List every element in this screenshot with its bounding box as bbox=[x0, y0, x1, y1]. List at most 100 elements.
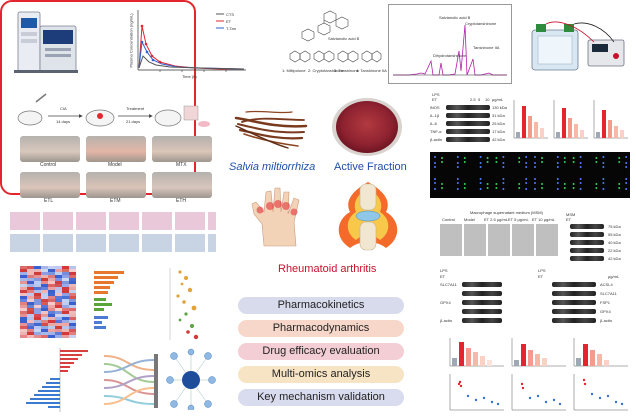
heatmap-cell bbox=[34, 269, 41, 272]
active-fraction-powder bbox=[330, 96, 404, 158]
pk-ylabel: Plasma Concentration (ng/mL) bbox=[128, 13, 134, 68]
electrophoresis-device bbox=[528, 20, 628, 76]
histology-ihc-strip bbox=[10, 234, 216, 252]
wb-ferro-msm: MSM bbox=[566, 212, 576, 217]
heatmap-cell bbox=[62, 311, 69, 314]
wb-top-kda-5: 42 kDa bbox=[492, 137, 505, 142]
heatmap-cell bbox=[27, 293, 34, 296]
peak-label-1: Salvianolic acid B bbox=[439, 15, 471, 20]
paw-photo-grid: Control Model MTX ETL ETM ETH bbox=[20, 136, 214, 206]
heatmap-cell bbox=[69, 275, 76, 278]
heatmap-cell bbox=[41, 293, 48, 296]
heatmap-cell bbox=[34, 332, 41, 335]
heatmap-cell bbox=[62, 281, 69, 284]
heatmap-cell bbox=[34, 272, 41, 275]
fluorescence-tile bbox=[495, 178, 505, 190]
migration-images bbox=[440, 224, 558, 256]
heatmap-cell bbox=[41, 305, 48, 308]
heatmap-cell bbox=[62, 269, 69, 272]
heatmap-cell bbox=[55, 290, 62, 293]
inflamed-joint-illustration bbox=[330, 180, 406, 252]
heatmap-cell bbox=[27, 272, 34, 275]
heatmap-cell bbox=[55, 284, 62, 287]
paw-label-etl: ETL bbox=[44, 198, 54, 204]
heatmap-cell bbox=[69, 269, 76, 272]
heatmap-cell bbox=[27, 299, 34, 302]
paw-label-control: Control bbox=[40, 162, 57, 168]
heatmap-cell bbox=[69, 293, 76, 296]
wb-ferro-band-5 bbox=[570, 256, 604, 261]
heatmap-cell bbox=[48, 302, 55, 305]
heatmap-cell bbox=[62, 317, 69, 320]
pill-multi-omics: Multi-omics analysis bbox=[238, 366, 404, 383]
paw-label-eth: ETH bbox=[176, 198, 186, 204]
wb-top-et: ET bbox=[432, 97, 438, 102]
heatmap-cell bbox=[48, 287, 55, 290]
heatmap-cell bbox=[62, 287, 69, 290]
wb-ferro-kda-1: 75 kDa bbox=[608, 224, 621, 229]
wb-top-kda-2: 31 kDa bbox=[492, 113, 505, 118]
heatmap-cell bbox=[69, 266, 76, 269]
wb-ll-band-1 bbox=[462, 282, 502, 287]
heatmap-cell bbox=[20, 317, 27, 320]
heatmap-cell bbox=[34, 287, 41, 290]
heatmap-cell bbox=[41, 329, 48, 332]
heatmap-cell bbox=[62, 305, 69, 308]
wb-lr-unit: μg/mL bbox=[608, 274, 620, 279]
heatmap-cell bbox=[20, 281, 27, 284]
migration-assay: Macrophage supernatant medium (MSM) Cont… bbox=[440, 210, 558, 258]
structure-label-3: 3: Tanshinone bbox=[334, 68, 359, 73]
wb-top-kda-3: 25 kDa bbox=[492, 121, 505, 126]
wb-top-band-4 bbox=[446, 129, 490, 134]
heatmap-cell bbox=[27, 314, 34, 317]
migration-col-5: ET 10 μg/mL bbox=[532, 217, 555, 222]
heatmap-cell bbox=[55, 308, 62, 311]
rheumatoid-hand-illustration bbox=[244, 184, 316, 248]
timeline-treatment: Treatment bbox=[126, 106, 145, 111]
heatmap-cell bbox=[20, 275, 27, 278]
migration-col-1: Control bbox=[442, 217, 455, 222]
heatmap-cell bbox=[34, 335, 41, 338]
structure-top-label: Salvianolic acid B bbox=[328, 36, 360, 41]
heatmap-cell bbox=[55, 320, 62, 323]
heatmap-cell bbox=[27, 311, 34, 314]
wb-ll-band-2 bbox=[462, 291, 502, 296]
heatmap-cell bbox=[69, 272, 76, 275]
heatmap-cell bbox=[27, 326, 34, 329]
heatmap-cell bbox=[20, 284, 27, 287]
wb-ll-row-2: GPX4 bbox=[440, 300, 451, 305]
heatmap-cell bbox=[48, 275, 55, 278]
heatmap-cell bbox=[41, 269, 48, 272]
heatmap-cell bbox=[69, 296, 76, 299]
fluorescence-tile bbox=[434, 178, 443, 190]
heatmap-cell bbox=[34, 314, 41, 317]
heatmap-cell bbox=[62, 320, 69, 323]
wb-top-lps: LPS bbox=[432, 92, 440, 97]
pk-legend-ttan: T-Tan bbox=[226, 26, 237, 31]
western-blot-lower-right: LPS ET μg/mL ACSL4 SLC7A11 FSP1 GPX4 β-a… bbox=[538, 268, 630, 330]
pk-xlabel: Time (h) bbox=[182, 74, 197, 79]
fluorescence-tile bbox=[518, 156, 528, 168]
pill-drug-efficacy: Drug efficacy evaluation bbox=[238, 343, 404, 360]
heatmap-cell bbox=[41, 308, 48, 311]
heatmap-cell bbox=[55, 278, 62, 281]
heatmap-cell bbox=[62, 296, 69, 299]
heatmap-cell bbox=[55, 329, 62, 332]
heatmap-cell bbox=[55, 317, 62, 320]
heatmap-cell bbox=[62, 302, 69, 305]
active-fraction-caption: Active Fraction bbox=[334, 161, 407, 173]
wb-lr-row-5: β-actin bbox=[600, 318, 613, 323]
heatmap-cell bbox=[41, 281, 48, 284]
heatmap-cell bbox=[34, 284, 41, 287]
heatmap-cell bbox=[48, 281, 55, 284]
western-blot-inflammation: LPS ET 2.5 5 10 μg/mL iNOS IL-1β IL-6 TN… bbox=[430, 90, 508, 148]
wb-lr-band-4 bbox=[552, 309, 596, 314]
wb-lr-row-4: GPX4 bbox=[600, 309, 611, 314]
heatmap-cell bbox=[41, 272, 48, 275]
rheumatoid-caption: Rheumatoid arthritis bbox=[278, 263, 377, 275]
fluorescence-tile bbox=[572, 178, 582, 190]
heatmap-cell bbox=[62, 272, 69, 275]
heatmap-cell bbox=[55, 314, 62, 317]
paw-photo-control bbox=[20, 136, 80, 162]
peak-label-2: Cryptotanshinone bbox=[465, 21, 497, 26]
